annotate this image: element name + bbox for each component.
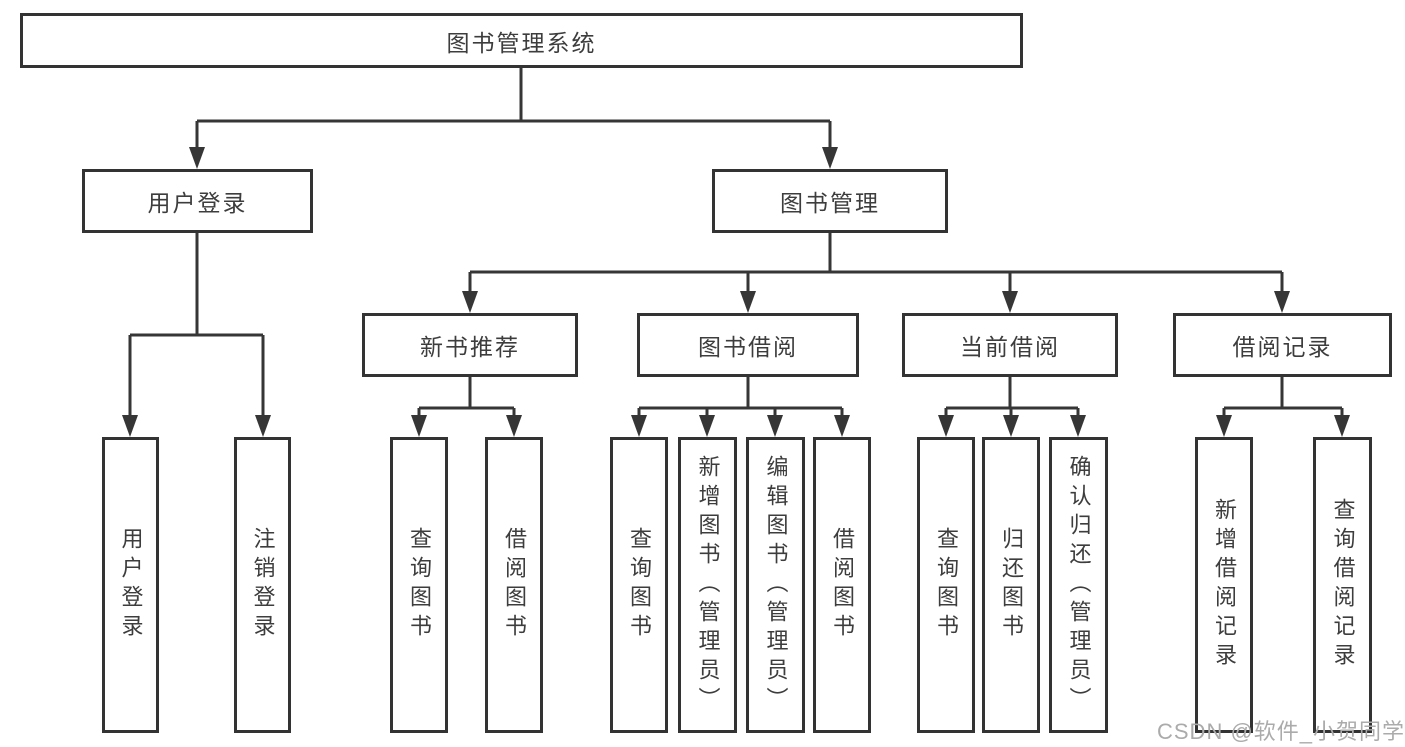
connector-segments — [128, 68, 1344, 420]
leaf-logout: 注销登录 — [234, 437, 291, 733]
arrowheads — [122, 147, 1350, 437]
leaf-add-borrow-record: 新增借阅记录 — [1195, 437, 1253, 733]
node-borrow-records: 借阅记录 — [1173, 313, 1392, 377]
csdn-watermark: CSDN @软件_小贺同学 — [1157, 719, 1405, 744]
leaf-borrow-books: 借阅图书 — [813, 437, 871, 733]
leaf-query-borrow-record: 查询借阅记录 — [1313, 437, 1372, 733]
leaf-borrow-query-books: 查询图书 — [610, 437, 668, 733]
node-root-system: 图书管理系统 — [20, 13, 1023, 68]
node-book-borrow: 图书借阅 — [637, 313, 859, 377]
leaf-confirm-return-admin: 确认归还（管理员） — [1049, 437, 1108, 733]
node-user-login: 用户登录 — [82, 169, 313, 233]
node-new-book-recommend: 新书推荐 — [362, 313, 578, 377]
leaf-user-login: 用户登录 — [102, 437, 159, 733]
node-current-borrow: 当前借阅 — [902, 313, 1118, 377]
node-book-management: 图书管理 — [712, 169, 948, 233]
leaf-recommend-query-books: 查询图书 — [390, 437, 448, 733]
leaf-return-books: 归还图书 — [982, 437, 1040, 733]
leaf-current-query-books: 查询图书 — [917, 437, 975, 733]
leaf-add-books-admin: 新增图书（管理员） — [678, 437, 737, 733]
leaf-recommend-borrow-books: 借阅图书 — [485, 437, 543, 733]
leaf-edit-books-admin: 编辑图书（管理员） — [746, 437, 805, 733]
